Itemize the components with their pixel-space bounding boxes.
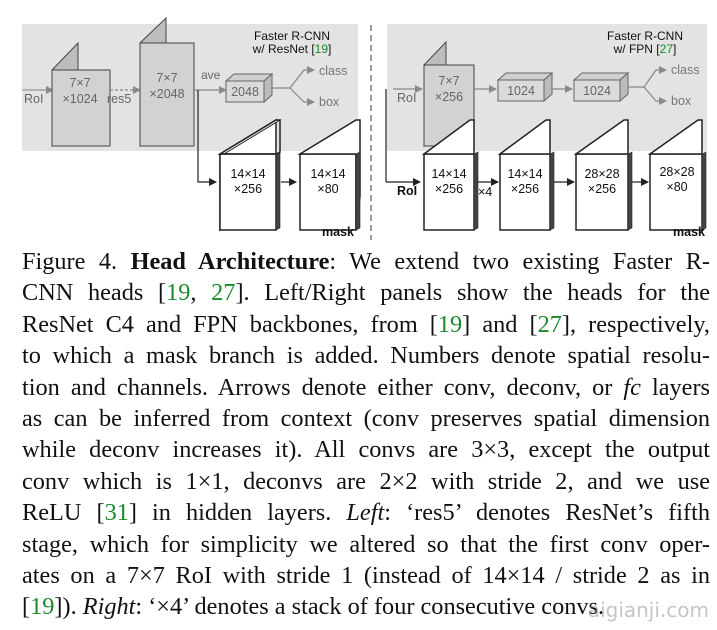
svg-text:2048: 2048 <box>231 85 259 99</box>
left-box-label: box <box>319 95 340 109</box>
right-mask-block-3: 28×28 ×256 <box>573 119 633 231</box>
left-box-arrow <box>289 87 315 106</box>
svg-text:×2048: ×2048 <box>149 87 184 101</box>
svg-text:14×14: 14×14 <box>431 167 466 181</box>
caption-line-2: CNN heads [19, 27]. Left/Right panels sh… <box>22 279 710 307</box>
svg-text:7×7: 7×7 <box>156 71 177 85</box>
res5-label: res5 <box>107 92 131 106</box>
right-box-arrow <box>643 86 667 105</box>
left-mask-block-2: 14×14 ×80 <box>297 119 361 231</box>
left-class-arrow <box>272 66 315 89</box>
right-mask-block-2: 14×14 ×256 <box>497 119 555 231</box>
svg-text:14×14: 14×14 <box>230 167 265 181</box>
right-panel-title-line1: Faster R-CNN <box>607 29 683 43</box>
caption-line-5: tion and channels. Arrows denote either … <box>22 373 711 401</box>
left-panel-title-line1: Faster R-CNN <box>254 29 330 43</box>
caption-line-8: conv which is 1×1, deconvs are 2×2 with … <box>22 467 710 495</box>
right-panel-title-line2: w/ FPN [27] <box>613 42 677 56</box>
right-x4-label: ×4 <box>478 185 492 199</box>
svg-text:14×14: 14×14 <box>310 167 345 181</box>
right-mask-block-1: 14×14 ×256 <box>421 119 479 231</box>
svg-text:7×7: 7×7 <box>69 76 90 90</box>
svg-text:×1024: ×1024 <box>62 92 97 106</box>
left-block-res5: 7×7 ×2048 <box>139 16 195 148</box>
svg-text:×256: ×256 <box>511 182 539 196</box>
svg-text:14×14: 14×14 <box>507 167 542 181</box>
citation-link[interactable]: 19 <box>30 593 55 621</box>
svg-text:28×28: 28×28 <box>659 165 694 179</box>
left-panel-title-line2: w/ ResNet [19] <box>252 42 332 56</box>
caption-line-11: ates on a 7×7 RoI with stride 1 (instead… <box>22 561 710 589</box>
head-architecture-figure: Faster R-CNN w/ ResNet [19] RoI 7×7 ×102… <box>0 0 717 250</box>
left-block-res4: 7×7 ×1024 <box>51 41 111 148</box>
svg-text:×256: ×256 <box>435 182 463 196</box>
left-fc-2048: 2048 <box>224 72 274 104</box>
caption-line-1: Figure 4. Head Architecture: We extend t… <box>22 248 710 275</box>
left-mask-label: mask <box>322 225 354 239</box>
caption-line-6: as can be inferred from context (conv pr… <box>22 404 710 432</box>
right-roi-top-label: RoI <box>397 91 416 105</box>
right-box-label: box <box>671 94 692 108</box>
right-fc-1024-b: 1024 <box>572 71 630 103</box>
right-mask-label: mask <box>673 225 705 239</box>
right-class-arrow <box>628 66 667 88</box>
citation-link[interactable]: 27 <box>211 279 236 307</box>
left-mask-block-1: 14×14 ×256 <box>217 118 282 232</box>
right-fc-1024-a: 1024 <box>496 71 554 103</box>
figure-caption: Figure 4. Head Architecture: We extend t… <box>22 246 710 623</box>
caption-line-3: ResNet C4 and FPN backbones, from [19] a… <box>22 310 710 338</box>
right-class-label: class <box>671 63 699 77</box>
svg-text:7×7: 7×7 <box>438 74 459 88</box>
citation-link[interactable]: 27 <box>537 310 562 338</box>
svg-text:28×28: 28×28 <box>584 167 619 181</box>
caption-line-4: to which a mask branch is added. Numbers… <box>22 342 710 370</box>
caption-line-7: while deconv increases it). All convs ar… <box>22 436 710 464</box>
ave-label: ave <box>201 68 221 82</box>
svg-text:×256: ×256 <box>588 182 616 196</box>
citation-link[interactable]: 19 <box>437 310 463 338</box>
right-roi-bottom-label: RoI <box>397 184 417 198</box>
watermark: aigianji.com <box>587 598 709 622</box>
citation-link[interactable]: 19 <box>166 279 191 307</box>
caption-line-10: stage, which for simplicity we altered s… <box>22 530 710 558</box>
left-mask-branch-arrow <box>197 90 217 186</box>
citation-link[interactable]: 31 <box>104 499 129 527</box>
svg-text:×80: ×80 <box>666 180 687 194</box>
svg-text:1024: 1024 <box>583 84 611 98</box>
svg-text:1024: 1024 <box>507 84 535 98</box>
caption-line-9: ReLU [31] in hidden layers. Left: ‘res5’… <box>22 499 710 527</box>
caption-line-12: [19]). Right: ‘×4’ denotes a stack of fo… <box>22 593 605 621</box>
left-roi-label: RoI <box>24 92 43 106</box>
left-panel: Faster R-CNN w/ ResNet [19] RoI 7×7 ×102… <box>22 16 361 239</box>
svg-text:×256: ×256 <box>435 90 463 104</box>
right-mask-block-4: 28×28 ×80 <box>647 119 707 231</box>
svg-text:×256: ×256 <box>234 182 262 196</box>
left-class-label: class <box>319 64 347 78</box>
right-panel: Faster R-CNN w/ FPN [27] RoI 7×7 ×256 10… <box>385 24 707 239</box>
svg-text:×80: ×80 <box>317 182 338 196</box>
